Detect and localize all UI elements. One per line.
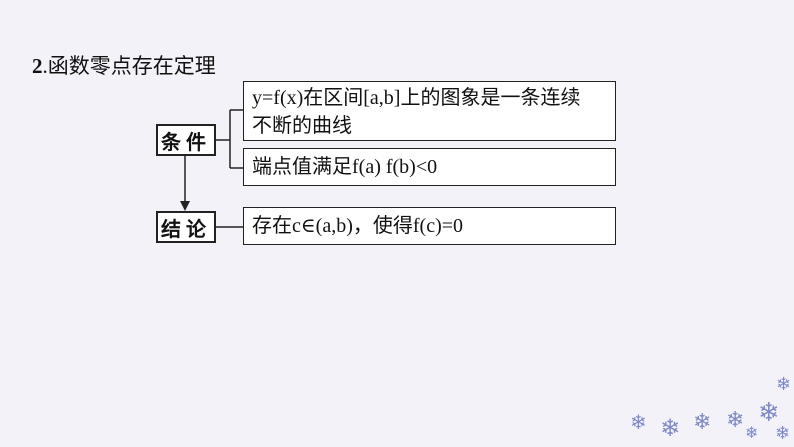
section-heading: 函数零点存在定理 (47, 54, 216, 78)
snowflake-icon: ❄ (775, 423, 791, 444)
section-title: 2.函数零点存在定理 (32, 52, 216, 80)
snowflake-icon: ❄ (693, 410, 712, 435)
implication-arrow-head (180, 201, 190, 211)
section-number: 2 (32, 54, 43, 78)
snowflake-icon: ❄ (726, 408, 745, 433)
conclusion-text: 存在c∈(a,b)，使得f(c)=0 (252, 215, 464, 237)
condition-box-1: y=f(x)在区间[a,b]上的图象是一条连续 不断的曲线 (243, 81, 616, 141)
snowflake-icon: ❄ (745, 423, 759, 442)
section-separator: . (42, 54, 48, 78)
snowflake-icon: ❄ (630, 410, 647, 434)
conclusion-label: 结论 (161, 218, 211, 241)
condition-box-2: 端点值满足f(a) f(b)<0 (243, 148, 616, 186)
snowflake-icon: ❄ (776, 374, 792, 395)
condition-1-line-1: y=f(x)在区间[a,b]上的图象是一条连续 (252, 87, 581, 109)
condition-label-box: 条件 (156, 124, 216, 156)
condition-label: 条件 (161, 131, 211, 154)
condition-2-text: 端点值满足f(a) f(b)<0 (252, 156, 438, 178)
snowflake-icon: ❄ (660, 414, 681, 442)
conclusion-label-box: 结论 (156, 211, 216, 243)
condition-1-line-2: 不断的曲线 (252, 115, 352, 137)
conclusion-box: 存在c∈(a,b)，使得f(c)=0 (243, 207, 616, 245)
snowflake-icon: ❄ (758, 398, 780, 428)
